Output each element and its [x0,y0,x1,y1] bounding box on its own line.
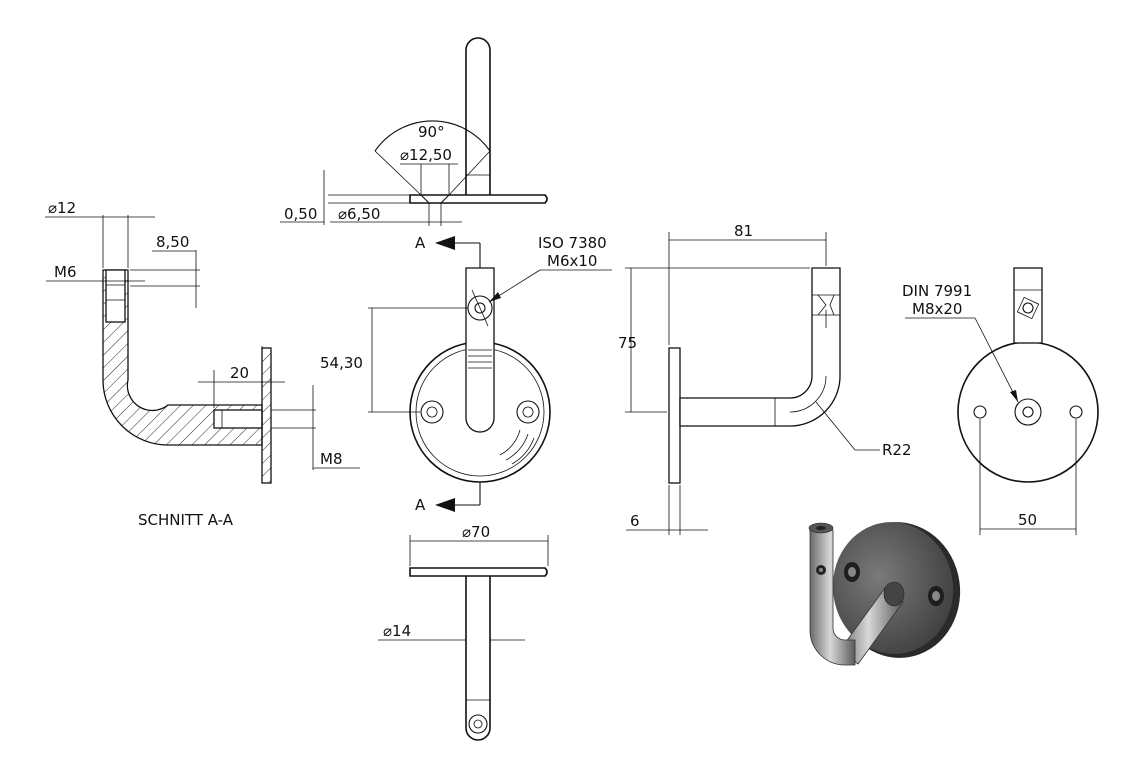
screw-iso-label: ISO 7380 [538,234,607,252]
dim-w81: 81 [734,222,753,240]
dim-t6: 6 [630,512,640,530]
side-view: 81 75 6 R22 [618,222,912,535]
dim-t0-50: 0,50 [284,205,317,223]
dim-h75: 75 [618,334,637,352]
dim-d14: ⌀14 [383,622,411,640]
section-marker-bottom: A [415,496,426,514]
screw-din-size: M8x20 [912,300,962,318]
front-view: A A ISO 7380 M6x10 54,30 [320,234,612,514]
dim-spacing50: 50 [1018,511,1037,529]
dim-d70: ⌀70 [462,523,490,541]
isometric-render [808,522,961,666]
rear-view: DIN 7991 M8x20 50 [902,267,1099,535]
dim-d12-50: ⌀12,50 [400,146,452,164]
screw-iso-size: M6x10 [547,252,597,270]
bottom-view: ⌀70 ⌀14 [378,523,549,741]
dim-m6: M6 [54,263,77,281]
dim-d6-50: ⌀6,50 [338,205,380,223]
dim-m8: M8 [320,450,343,468]
dim-h54-30: 54,30 [320,354,363,372]
dim-r22: R22 [882,441,912,459]
top-view: 90° ⌀12,50 0,50 ⌀6,50 [280,37,548,226]
dim-l8-50: 8,50 [156,233,189,251]
dim-angle: 90° [418,123,445,141]
screw-din-label: DIN 7991 [902,282,972,300]
section-marker-top: A [415,234,426,252]
dim-l20: 20 [230,364,249,382]
section-a-a-view: ⌀12 8,50 M6 20 M8 SCHNITT A-A [45,199,360,529]
section-title: SCHNITT A-A [138,511,234,529]
dim-d12: ⌀12 [48,199,76,217]
